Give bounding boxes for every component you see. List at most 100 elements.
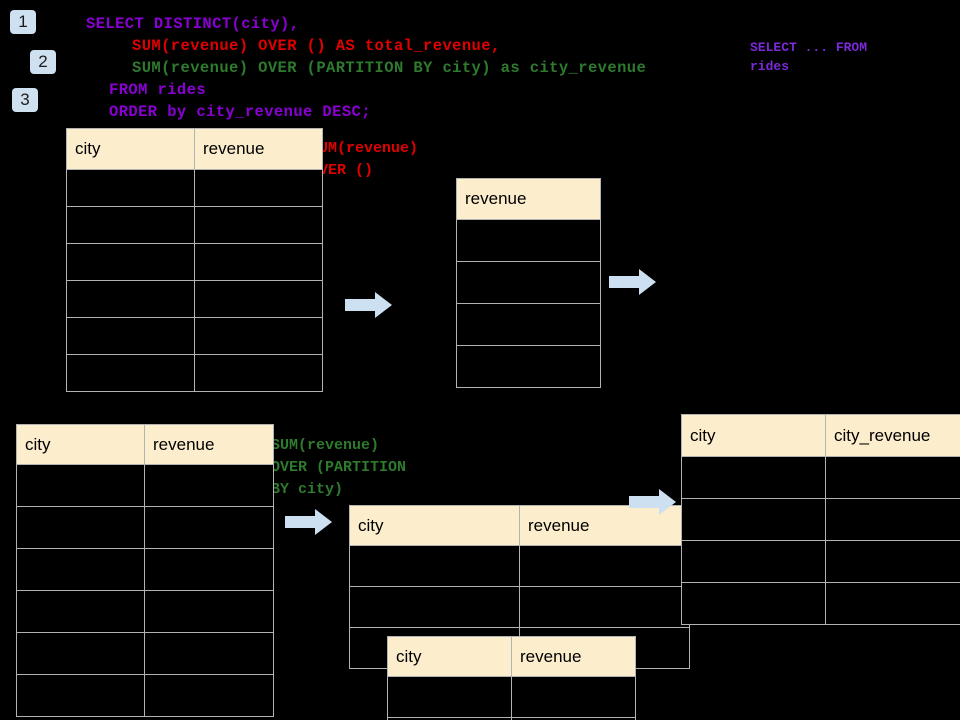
column-header-revenue: revenue bbox=[511, 636, 636, 677]
table-cell bbox=[456, 261, 601, 304]
arrow-source-to-partition bbox=[285, 508, 333, 536]
table-cell bbox=[681, 456, 826, 499]
table-cell bbox=[144, 506, 274, 549]
sql-line-3: SUM(revenue) OVER (PARTITION BY city) as… bbox=[132, 59, 647, 77]
table-cell bbox=[194, 280, 323, 318]
table-cell bbox=[194, 317, 323, 355]
right-arrow-icon bbox=[285, 509, 332, 535]
table-cell bbox=[144, 674, 274, 717]
table-cell bbox=[16, 674, 145, 717]
table-cell bbox=[349, 586, 520, 628]
table-row bbox=[16, 590, 274, 633]
right-arrow-icon bbox=[345, 292, 392, 318]
table-row bbox=[456, 261, 601, 304]
table-row bbox=[681, 456, 960, 499]
step-badge-1: 1 bbox=[10, 10, 36, 34]
table-cell bbox=[194, 354, 323, 392]
right-arrow-icon bbox=[609, 269, 656, 295]
column-header-city: city bbox=[681, 414, 826, 457]
column-header-city_revenue: city_revenue bbox=[825, 414, 960, 457]
annotation-sum-over-empty: SUM(revenue) OVER () bbox=[310, 140, 419, 179]
column-header-city: city bbox=[349, 505, 520, 546]
table-cell bbox=[349, 545, 520, 587]
arrow-total-to-result-top bbox=[609, 268, 657, 296]
table-cell bbox=[511, 717, 636, 720]
table-cell bbox=[681, 582, 826, 625]
step-badge-3: 3 bbox=[12, 88, 38, 112]
table-row bbox=[681, 498, 960, 541]
table-row bbox=[66, 280, 323, 318]
table-cell bbox=[144, 464, 274, 507]
table-cell bbox=[825, 456, 960, 499]
table-row bbox=[387, 717, 636, 720]
total-revenue-table: revenue bbox=[456, 178, 601, 388]
right-arrow-icon bbox=[629, 489, 676, 515]
column-header-city: city bbox=[387, 636, 512, 677]
table-cell bbox=[144, 548, 274, 591]
table-cell bbox=[194, 169, 323, 207]
sql-line-2: SUM(revenue) OVER () AS total_revenue, bbox=[132, 37, 501, 55]
step-badge-2: 2 bbox=[30, 50, 56, 74]
annotation-sum-over-partition: SUM(revenue) OVER (PARTITION BY city) bbox=[271, 437, 407, 498]
table-row bbox=[16, 548, 274, 591]
column-header-city: city bbox=[66, 128, 195, 170]
table-cell bbox=[16, 464, 145, 507]
column-header-revenue: revenue bbox=[144, 424, 274, 465]
table-row bbox=[349, 545, 690, 587]
column-header-city: city bbox=[16, 424, 145, 465]
column-header-revenue: revenue bbox=[456, 178, 601, 220]
table-row bbox=[681, 582, 960, 625]
sql-line-5: ORDER by city_revenue DESC; bbox=[109, 103, 371, 121]
table-cell bbox=[681, 498, 826, 541]
table-row bbox=[66, 169, 323, 207]
table-row bbox=[456, 303, 601, 346]
table-cell bbox=[144, 590, 274, 633]
table-cell bbox=[194, 243, 323, 281]
table-row bbox=[66, 206, 323, 244]
table-cell bbox=[66, 354, 195, 392]
table-cell bbox=[456, 219, 601, 262]
arrow-partition-to-result bbox=[629, 488, 677, 516]
table-cell bbox=[511, 676, 636, 718]
table-cell bbox=[456, 303, 601, 346]
table-cell bbox=[16, 632, 145, 675]
table-row bbox=[66, 317, 323, 355]
table-cell bbox=[456, 345, 601, 388]
arrow-source-to-total bbox=[345, 291, 393, 319]
table-cell bbox=[66, 206, 195, 244]
table-cell bbox=[194, 206, 323, 244]
sql-line-1: SELECT DISTINCT(city), bbox=[86, 15, 300, 33]
table-row bbox=[456, 219, 601, 262]
table-cell bbox=[387, 676, 512, 718]
table-header-row: revenue bbox=[456, 178, 601, 220]
table-cell bbox=[66, 280, 195, 318]
table-row bbox=[681, 540, 960, 583]
table-cell bbox=[66, 317, 195, 355]
table-cell bbox=[825, 498, 960, 541]
table-row bbox=[387, 676, 636, 718]
sql-line-4: FROM rides bbox=[109, 81, 207, 99]
table-cell bbox=[16, 548, 145, 591]
table-row bbox=[456, 345, 601, 388]
table-row bbox=[349, 586, 690, 628]
table-cell bbox=[825, 582, 960, 625]
table-cell bbox=[519, 545, 690, 587]
table-cell bbox=[66, 169, 195, 207]
table-cell bbox=[519, 586, 690, 628]
table-row bbox=[16, 464, 274, 507]
table-row bbox=[66, 243, 323, 281]
column-header-revenue: revenue bbox=[194, 128, 323, 170]
table-cell bbox=[144, 632, 274, 675]
table-row bbox=[66, 354, 323, 392]
table-cell bbox=[825, 540, 960, 583]
table-cell bbox=[66, 243, 195, 281]
